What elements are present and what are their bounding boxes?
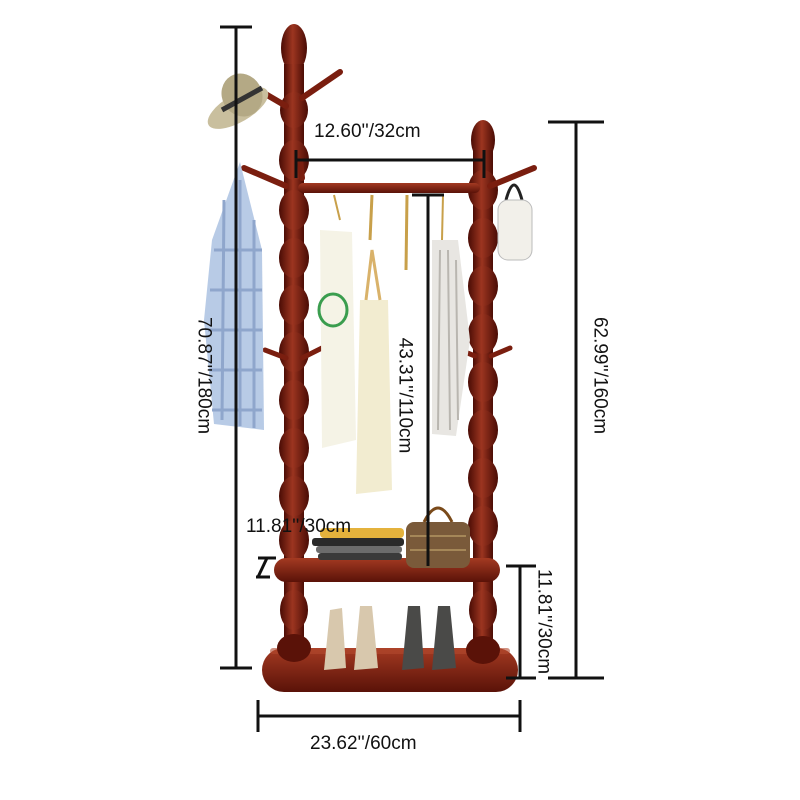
- hanging-rail: [298, 183, 480, 193]
- dimension-lines: [220, 25, 604, 732]
- side-height-label: 62.99''/160cm: [589, 316, 611, 435]
- total-height-label: 70.87''/180cm: [193, 316, 215, 435]
- base-width-label: 23.62''/60cm: [310, 733, 417, 754]
- white-handbag: [497, 183, 533, 261]
- shelf-height-label: 11.81''/30cm: [533, 568, 555, 675]
- left-post: [241, 24, 343, 662]
- hanging-garments: [317, 194, 470, 494]
- right-post: [452, 120, 537, 664]
- hanging-height-label: 43.31''/110cm: [394, 337, 416, 454]
- shelf-depth-label: 11.81''/30cm: [246, 516, 352, 537]
- folded-clothes: [312, 528, 404, 560]
- rail-width-label: 12.60''/32cm: [314, 121, 421, 142]
- hat: [207, 73, 269, 129]
- monogram-handbag: [406, 506, 470, 568]
- shoes: [324, 606, 456, 670]
